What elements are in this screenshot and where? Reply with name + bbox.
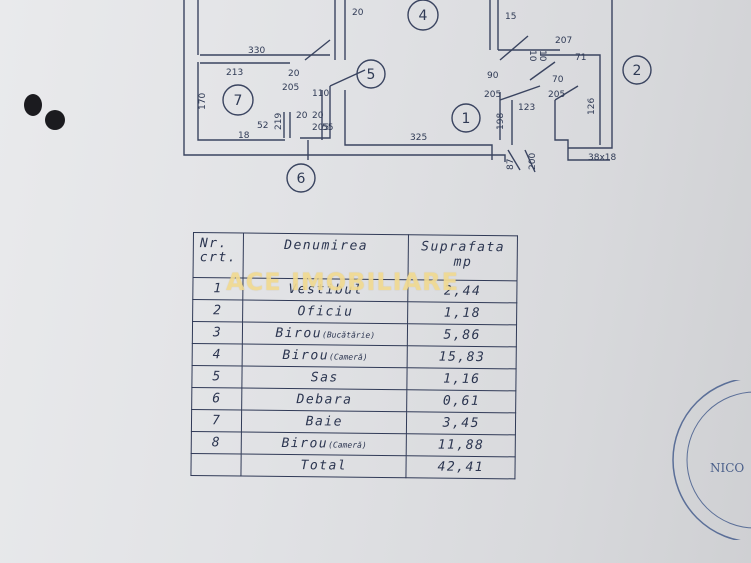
dim-123: 123 xyxy=(518,103,535,113)
ink-blot xyxy=(45,110,65,130)
row-nr: 6 xyxy=(191,387,243,411)
dim-198: 198 xyxy=(496,113,506,130)
row-name: Birou(Cameră) xyxy=(241,432,407,456)
dim-20-c: 20 xyxy=(312,111,324,121)
floor-plan: 1 2 4 5 6 7 20 330 213 20 205 110 20 20 … xyxy=(183,0,652,193)
dim-70: 70 xyxy=(552,75,564,85)
dim-110: 110 xyxy=(312,89,329,99)
dim-213: 213 xyxy=(226,68,243,78)
room-number-5: 5 xyxy=(367,67,376,83)
official-stamp: NICO xyxy=(672,380,751,540)
dim-170: 170 xyxy=(198,93,208,110)
room-name: Birou xyxy=(281,435,329,452)
room-name: Oficiu xyxy=(297,304,354,320)
row-area: 3,45 xyxy=(406,411,516,435)
row-name: Baie xyxy=(241,410,407,434)
room-name: Birou xyxy=(282,347,330,364)
total-label: Total xyxy=(241,454,407,478)
dim-18: 18 xyxy=(238,131,250,141)
dim-330: 330 xyxy=(248,46,265,56)
row-nr: 5 xyxy=(191,365,243,389)
room-name: Debara xyxy=(296,392,353,408)
room-number-4: 4 xyxy=(419,8,428,24)
dim-55: 55 xyxy=(322,123,333,133)
dim-126: 126 xyxy=(587,98,597,115)
dim-10-a: 10 xyxy=(527,50,537,62)
dim-52: 52 xyxy=(257,121,268,131)
row-nr: 7 xyxy=(191,409,242,433)
row-name: Sas xyxy=(242,366,408,390)
dim-90: 90 xyxy=(487,71,499,81)
total-empty-cell xyxy=(190,453,242,477)
row-name: Birou(Cameră) xyxy=(242,344,408,368)
total-area: 42,41 xyxy=(406,455,516,479)
dim-200: 200 xyxy=(528,153,538,170)
dim-205-mid: 205 xyxy=(484,90,501,100)
dim-20-a: 20 xyxy=(288,69,300,79)
dim-205-right: 205 xyxy=(548,90,565,100)
dim-219: 219 xyxy=(274,113,284,130)
dim-38x18: 38x18 xyxy=(588,153,617,163)
row-area: 0,61 xyxy=(406,389,517,413)
row-name: Birou(Bucătărie) xyxy=(242,322,408,346)
row-nr: 4 xyxy=(192,343,243,367)
row-nr: 3 xyxy=(192,321,243,345)
room-note: (Cameră) xyxy=(329,352,368,362)
dim-87: 87 xyxy=(506,159,516,170)
room-number-1: 1 xyxy=(462,111,471,127)
row-area: 5,86 xyxy=(407,323,517,347)
dim-207: 207 xyxy=(555,36,572,46)
dim-325: 325 xyxy=(410,133,427,143)
room-name: Baie xyxy=(305,414,344,430)
watermark: ACE IMOBILIARE xyxy=(226,268,460,296)
row-nr: 2 xyxy=(192,299,244,323)
row-area: 11,88 xyxy=(406,433,516,457)
row-name: Debara xyxy=(241,388,408,412)
room-number-6: 6 xyxy=(297,171,306,187)
room-number-7: 7 xyxy=(234,93,243,109)
row-area: 15,83 xyxy=(407,345,517,369)
room-note: (Cameră) xyxy=(328,440,367,450)
stamp-text: NICO xyxy=(710,461,744,475)
ink-blot xyxy=(24,94,42,116)
row-area: 1,18 xyxy=(407,301,518,325)
room-name: Sas xyxy=(310,370,339,386)
room-note: (Bucătărie) xyxy=(322,330,376,340)
room-name: Birou xyxy=(275,325,323,342)
row-area: 1,16 xyxy=(407,367,517,391)
row-nr: 8 xyxy=(191,431,242,455)
row-name: Oficiu xyxy=(242,300,409,324)
dim-20-b: 20 xyxy=(296,111,308,121)
dim-71: 71 xyxy=(575,53,586,63)
dim-10-b: 10 xyxy=(537,50,547,62)
dim-15: 15 xyxy=(505,12,516,22)
dim-205-small: 205 xyxy=(312,123,329,133)
dim-205-left: 205 xyxy=(282,83,299,93)
dim-20-top: 20 xyxy=(352,8,364,18)
room-number-2: 2 xyxy=(633,63,642,79)
